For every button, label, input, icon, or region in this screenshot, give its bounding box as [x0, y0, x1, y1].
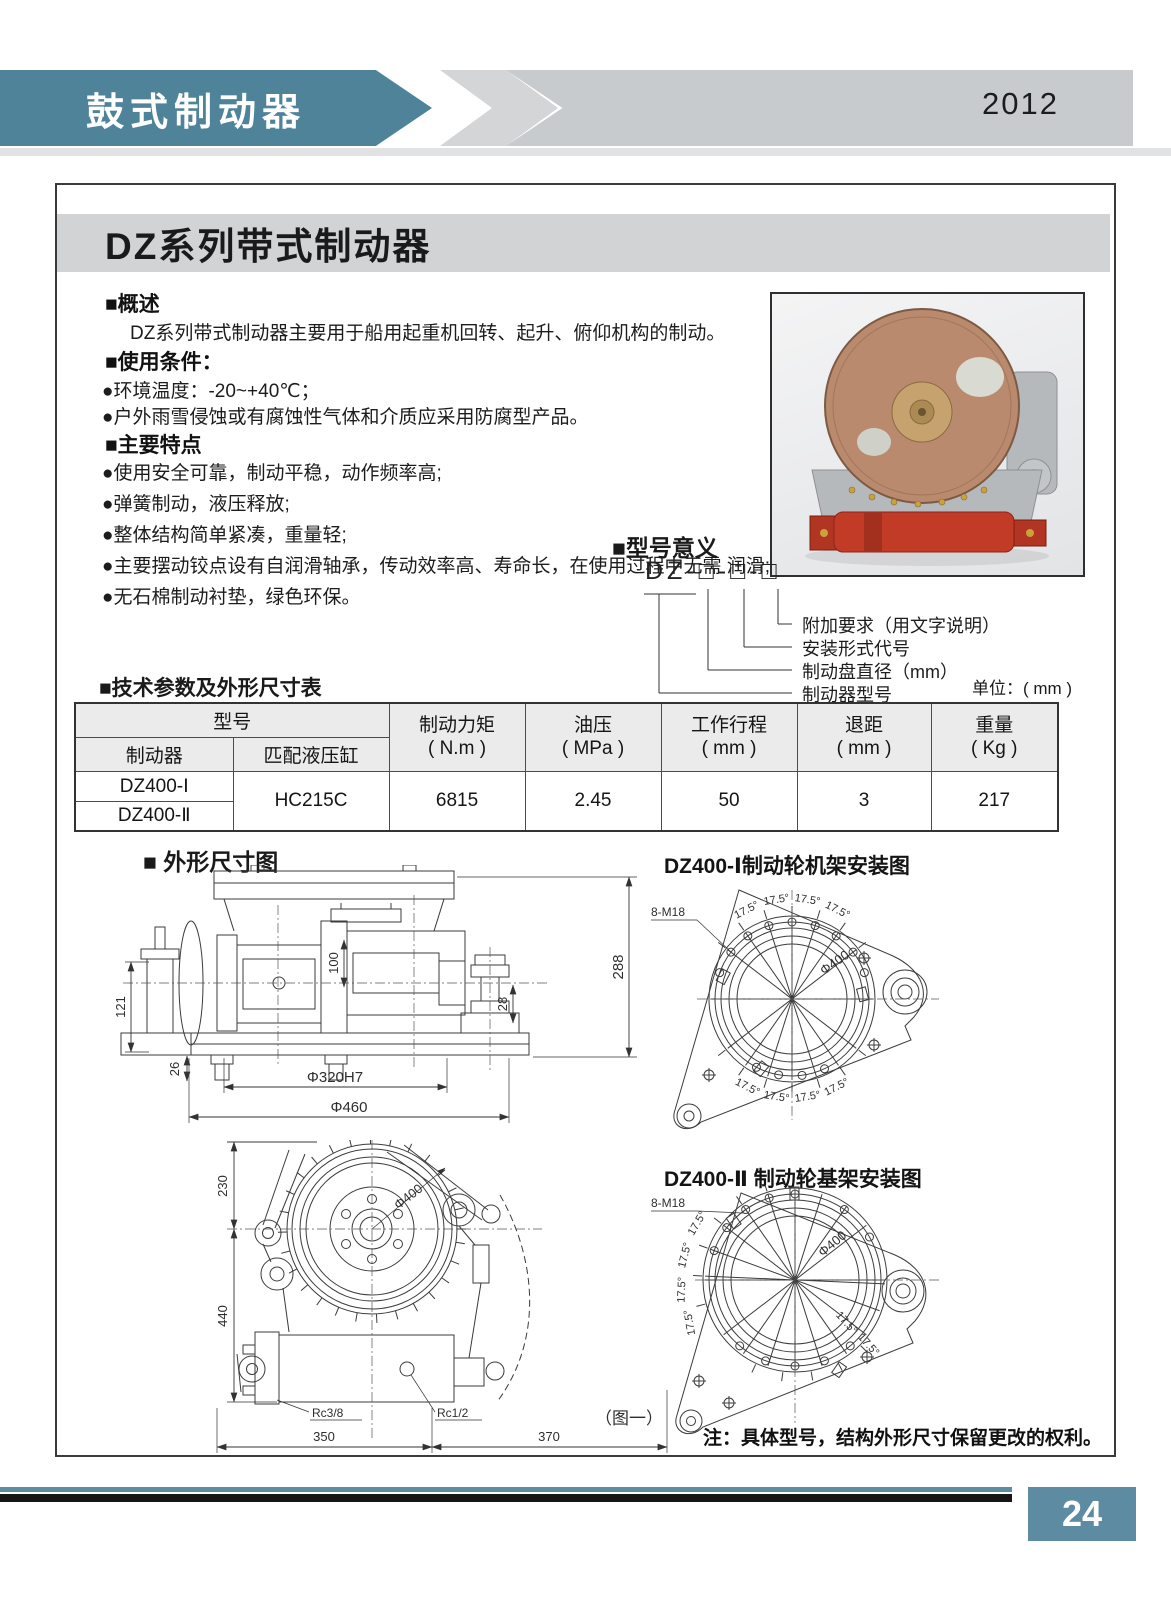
dim-phi400: Φ400	[815, 1228, 849, 1260]
model-meaning-label: 制动器型号	[802, 685, 892, 705]
dim-100: 100	[326, 952, 341, 974]
unit-note: 单位：( mm )	[972, 679, 1073, 698]
overview-heading: ■概述	[105, 293, 160, 316]
col-pressure-name: 油压	[574, 715, 613, 737]
dim-28: 28	[495, 997, 510, 1011]
mount2-title: DZ400-Ⅱ 制动轮基架安装图	[664, 1168, 922, 1191]
dim-26: 26	[167, 1062, 182, 1076]
model-meaning-label: 安装形式代号	[802, 639, 910, 659]
col-torque-unit: ( N.m )	[427, 738, 487, 760]
col-model: 型号	[74, 702, 390, 738]
label-8-m18: 8-M18	[651, 905, 685, 919]
model-meaning-heading: ■型号意义	[612, 535, 718, 561]
series-title-band: DZ系列带式制动器	[57, 214, 1110, 272]
col-retreat: 退距 ( mm )	[796, 702, 932, 772]
dim-350: 350	[313, 1429, 335, 1444]
side-view-drawing: 121 26 100 28 288 Φ320H7 Φ460	[113, 865, 637, 1123]
model-code-connectors	[644, 589, 792, 694]
dim-230: 230	[215, 1175, 230, 1197]
spec-table: 型号 制动力矩 ( N.m ) 油压 ( MPa ) 工作行程 ( mm ) 退…	[74, 702, 1060, 832]
figure-label: （图一）	[595, 1409, 663, 1428]
col-retreat-name: 退距	[845, 715, 884, 737]
model-meaning-label: 附加要求（用文字说明）	[802, 616, 1000, 636]
label-rc12: Rc1/2	[437, 1406, 469, 1420]
condition-item: ●环境温度：-20~+40℃；	[102, 381, 320, 402]
mount1-title: DZ400-Ⅰ制动轮机架安装图	[664, 855, 910, 878]
series-title: DZ系列带式制动器	[105, 226, 432, 267]
angle-label: 17.5°	[682, 1309, 698, 1337]
dim-phi400: Φ400	[817, 947, 852, 978]
catalog-year: 2012	[982, 86, 1059, 121]
angle-label: 17.5°	[732, 899, 760, 921]
brake-photo-illustration	[805, 308, 1058, 566]
product-photo	[770, 292, 1085, 577]
col-pressure: 油压 ( MPa )	[524, 702, 662, 772]
col-retreat-unit: ( mm )	[836, 738, 892, 760]
header-gray-band	[506, 70, 1133, 146]
col-cylinder: 匹配液压缸	[232, 736, 390, 772]
col-weight-unit: ( Kg )	[971, 738, 1018, 760]
dim-121: 121	[113, 996, 128, 1018]
angle-label: 17.5°	[733, 1076, 761, 1098]
feature-item: ●整体结构简单紧凑，重量轻;	[102, 525, 347, 546]
footer-teal-rule	[0, 1487, 1012, 1492]
col-stroke-unit: ( mm )	[701, 738, 757, 760]
col-brake: 制动器	[74, 736, 234, 772]
conditions-heading: ■使用条件：	[105, 351, 223, 374]
model-code: DZ-□-□-□	[645, 557, 781, 585]
page-number: 24	[1061, 1493, 1103, 1534]
dim-288: 288	[610, 954, 627, 979]
label-8-m18: 8-M18	[651, 1196, 685, 1210]
dim-370: 370	[538, 1429, 560, 1444]
banner-title: 鼓式制动器	[86, 91, 307, 134]
header-divider	[0, 148, 1171, 156]
cylinder-cell: HC215C	[232, 770, 390, 832]
angle-label: 17.5°	[676, 1241, 694, 1269]
angle-label: 17.5°	[686, 1209, 709, 1237]
angle-label: 17.5°	[823, 899, 851, 921]
model-meaning-label: 制动盘直径（mm）	[802, 662, 958, 682]
dim-460: Φ460	[331, 1099, 368, 1116]
col-pressure-unit: ( MPa )	[561, 738, 625, 760]
page-number-box: 24	[1028, 1487, 1136, 1541]
label-rc38: Rc3/8	[312, 1406, 344, 1420]
col-torque: 制动力矩 ( N.m )	[388, 702, 526, 772]
model-cell: DZ400-Ⅱ	[74, 800, 234, 832]
features-heading: ■主要特点	[105, 434, 202, 457]
mount2-drawing: 8-M18 Φ400 17.5° 17.5° 17.5° 17.5° 17.5°…	[651, 1185, 939, 1435]
feature-item: ●无石棉制动衬垫，绿色环保。	[102, 587, 361, 608]
dim-440: 440	[215, 1305, 230, 1327]
torque-value: 6815	[388, 770, 526, 832]
stroke-value: 50	[660, 770, 798, 832]
model-cell: DZ400-Ⅰ	[74, 770, 234, 802]
spec-table-heading: ■技术参数及外形尺寸表	[99, 677, 322, 700]
angle-label: 17.5°	[763, 1089, 790, 1105]
dim-320h7: Φ320H7	[307, 1069, 363, 1086]
header-banner: 鼓式制动器	[0, 70, 432, 146]
col-stroke: 工作行程 ( mm )	[660, 702, 798, 772]
feature-item: ●使用安全可靠，制动平稳，动作频率高;	[102, 463, 442, 484]
retreat-value: 3	[796, 770, 932, 832]
front-view-drawing: 230 440 Φ400 Rc3/8 Rc1/2 350 370 （图一）	[215, 1140, 668, 1453]
angle-label: 17.5°	[794, 892, 821, 908]
feature-item: ●主要摆动铰点设有自润滑轴承，传动效率高、寿命长，在使用过程中无需 润滑;	[102, 556, 771, 577]
angle-label: 17.5°	[855, 1331, 881, 1358]
content-box: DZ系列带式制动器 ■概述 DZ系列带式制动器主要用于船用起重机回转、起升、俯仰…	[55, 183, 1116, 1457]
col-weight: 重量 ( Kg )	[930, 702, 1059, 772]
col-weight-name: 重量	[975, 715, 1014, 737]
condition-item: ●户外雨雪侵蚀或有腐蚀性气体和介质应采用防腐型产品。	[102, 407, 589, 428]
feature-item: ●弹簧制动，液压释放;	[102, 494, 290, 515]
angle-label: 17.5°	[794, 1089, 821, 1105]
mount1-drawing: 8-M18 Φ400 17.5° 17.5° 17.5° 17.5° 17.5°…	[651, 889, 939, 1130]
angle-label: 17.5°	[676, 1277, 689, 1303]
col-torque-name: 制动力矩	[419, 715, 496, 737]
pressure-value: 2.45	[524, 770, 662, 832]
overview-text: DZ系列带式制动器主要用于船用起重机回转、起升、俯仰机构的制动。	[130, 323, 726, 344]
footer-black-rule	[0, 1494, 1012, 1502]
angle-label: 17.5°	[763, 892, 790, 908]
weight-value: 217	[930, 770, 1059, 832]
disclaimer-note: 注：具体型号，结构外形尺寸保留更改的权利。	[702, 1428, 1102, 1449]
angle-label: 17.5°	[822, 1076, 850, 1098]
col-stroke-name: 工作行程	[691, 715, 768, 737]
